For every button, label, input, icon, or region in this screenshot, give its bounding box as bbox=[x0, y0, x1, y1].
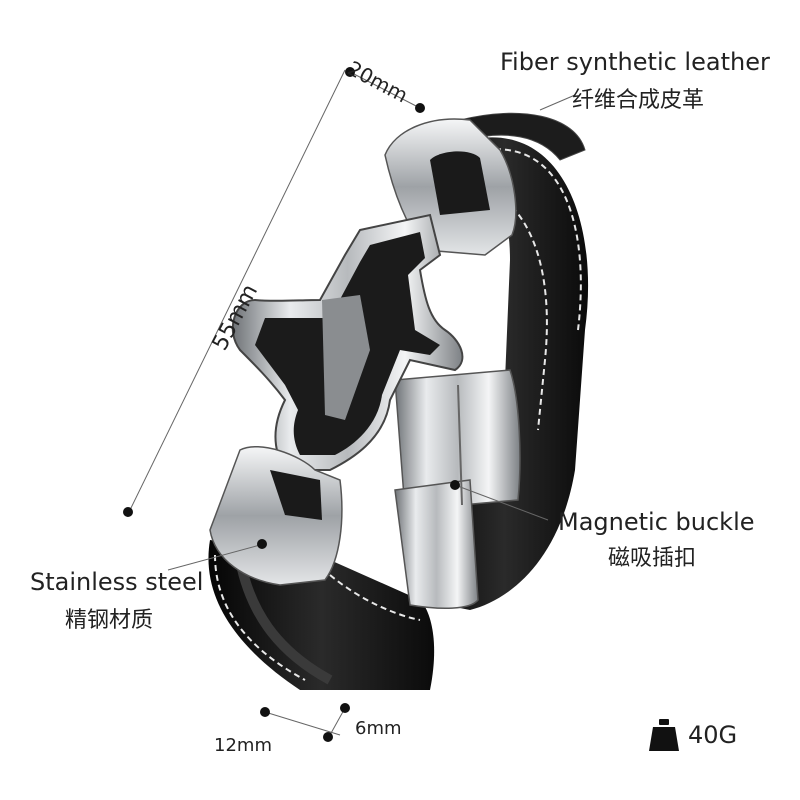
steel-callout-cn: 精钢材质 bbox=[65, 608, 154, 633]
weight-value: 40G bbox=[688, 721, 738, 749]
callout-leaders bbox=[129, 69, 576, 736]
magnetic-clasp bbox=[394, 369, 521, 610]
clasp-callout-en: Magnetic buckle bbox=[558, 508, 755, 536]
steel-callout-en: Stainless steel bbox=[30, 568, 204, 596]
cross-pendant bbox=[231, 213, 464, 471]
weight-indicator: 40G bbox=[648, 718, 737, 752]
leather-callout-en: Fiber synthetic leather bbox=[500, 48, 770, 76]
dimension-band-thickness: 6mm bbox=[355, 718, 402, 739]
weight-icon bbox=[649, 719, 679, 751]
clasp-callout-cn: 磁吸插扣 bbox=[608, 546, 697, 571]
leather-callout-cn: 纤维合成皮革 bbox=[572, 88, 705, 113]
callout-dots bbox=[123, 67, 460, 742]
dimension-band-width: 12mm bbox=[214, 735, 272, 756]
bottom-end-cap bbox=[209, 446, 343, 586]
leather-band-back bbox=[420, 112, 589, 611]
